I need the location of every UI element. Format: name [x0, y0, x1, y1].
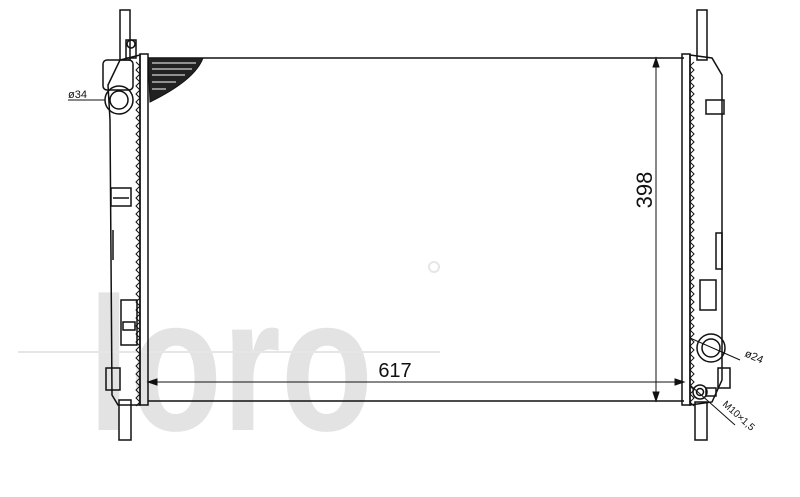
inlet-diameter-label: ø34 [68, 89, 87, 101]
right-tank [681, 9, 731, 441]
outlet-diameter-label: ø24 [743, 348, 765, 367]
left-tank [102, 9, 149, 441]
height-dimension-label: 398 [632, 172, 657, 209]
dimension-lines [68, 56, 741, 426]
watermark-text: loro [88, 259, 373, 471]
width-dimension-label: 617 [378, 360, 411, 382]
inlet-hatch [147, 57, 204, 103]
watermark-logo: loro [18, 259, 440, 471]
radiator-core [148, 57, 684, 402]
